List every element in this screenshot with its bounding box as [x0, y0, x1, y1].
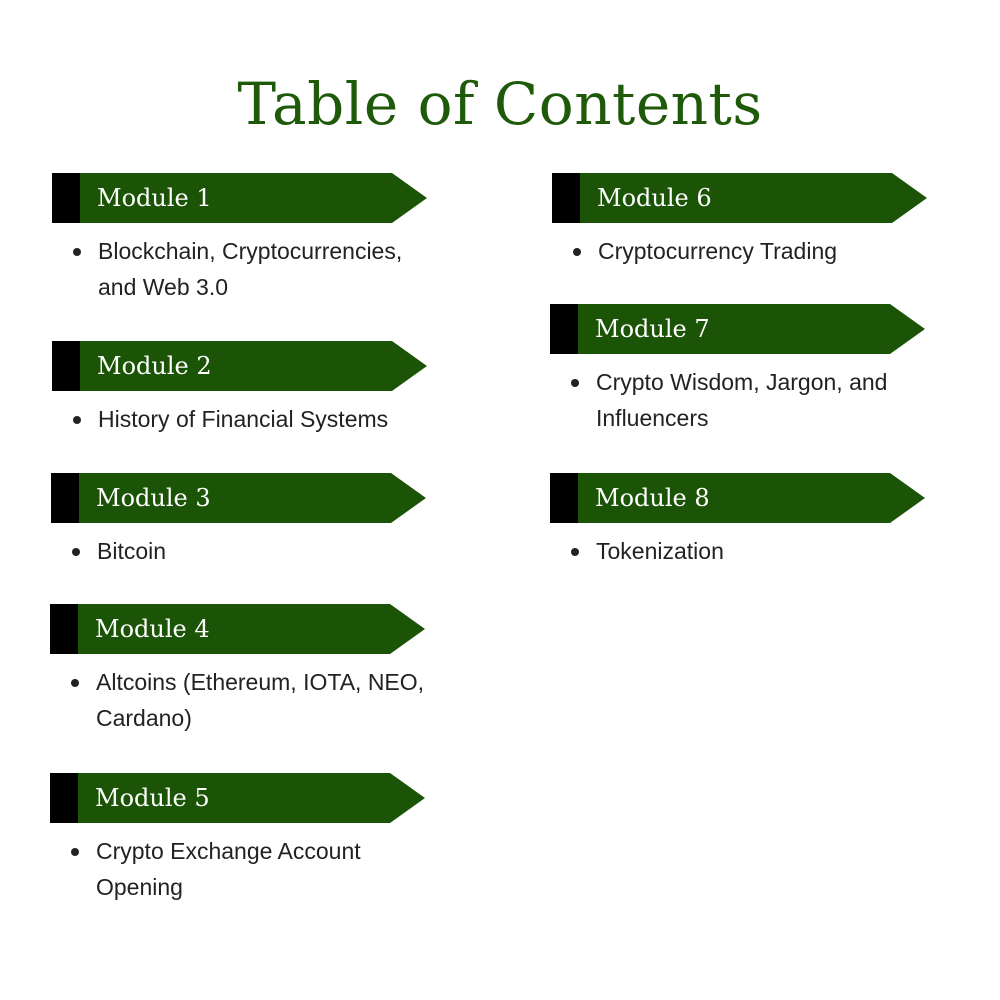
list-item-text: Cryptocurrency Trading	[598, 238, 838, 264]
banner-block	[52, 173, 82, 223]
module-items: Crypto Exchange Account Opening	[50, 833, 430, 905]
page-title: Table of Contents	[237, 70, 763, 138]
module-label: Module 4	[95, 615, 210, 643]
banner-block	[51, 473, 81, 523]
list-item-text: Bitcoin	[97, 538, 167, 564]
list-item: Tokenization	[550, 533, 930, 569]
module-banner: Module 2	[52, 341, 427, 391]
bullet-icon	[72, 548, 80, 556]
list-item-text: Crypto Exchange Account Opening	[96, 838, 361, 900]
bullet-icon	[571, 379, 579, 387]
module-8: Module 8 Tokenization	[550, 473, 930, 569]
module-label: Module 3	[96, 484, 211, 512]
list-item: Altcoins (Ethereum, IOTA, NEO, Cardano)	[50, 664, 430, 736]
module-7: Module 7 Crypto Wisdom, Jargon, and Infl…	[550, 304, 930, 436]
list-item: Bitcoin	[51, 533, 431, 569]
module-banner: Module 4	[50, 604, 425, 654]
module-label: Module 2	[97, 352, 212, 380]
banner-arrow	[580, 173, 927, 223]
bullet-icon	[573, 248, 581, 256]
module-items: Altcoins (Ethereum, IOTA, NEO, Cardano)	[50, 664, 430, 736]
module-banner: Module 7	[550, 304, 925, 354]
module-3: Module 3 Bitcoin	[51, 473, 431, 569]
banner-arrow	[80, 341, 427, 391]
banner-arrow	[78, 604, 425, 654]
module-items: Tokenization	[550, 533, 930, 569]
module-label: Module 1	[97, 184, 212, 212]
module-1: Module 1 Blockchain, Cryptocurrencies, a…	[52, 173, 432, 305]
banner-arrow	[79, 473, 426, 523]
list-item: Cryptocurrency Trading	[552, 233, 932, 269]
banner-block	[550, 304, 580, 354]
module-banner: Module 8	[550, 473, 925, 523]
list-item-text: Blockchain, Cryptocurrencies, and Web 3.…	[98, 238, 403, 300]
list-item: Blockchain, Cryptocurrencies, and Web 3.…	[52, 233, 432, 305]
bullet-icon	[71, 679, 79, 687]
banner-block	[52, 341, 82, 391]
module-items: History of Financial Systems	[52, 401, 432, 437]
module-5: Module 5 Crypto Exchange Account Opening	[50, 773, 430, 905]
module-label: Module 8	[595, 484, 710, 512]
banner-arrow	[578, 473, 925, 523]
module-4: Module 4 Altcoins (Ethereum, IOTA, NEO, …	[50, 604, 430, 736]
list-item-text: History of Financial Systems	[98, 406, 389, 432]
banner-arrow	[578, 304, 925, 354]
module-items: Crypto Wisdom, Jargon, and Influencers	[550, 364, 930, 436]
module-label: Module 7	[595, 315, 710, 343]
list-item: Crypto Wisdom, Jargon, and Influencers	[550, 364, 930, 436]
list-item: History of Financial Systems	[52, 401, 432, 437]
bullet-icon	[73, 248, 81, 256]
module-banner: Module 3	[51, 473, 426, 523]
bullet-icon	[71, 848, 79, 856]
module-label: Module 5	[95, 784, 210, 812]
bullet-icon	[571, 548, 579, 556]
module-banner: Module 5	[50, 773, 425, 823]
banner-arrow	[80, 173, 427, 223]
module-2: Module 2 History of Financial Systems	[52, 341, 432, 437]
banner-block	[552, 173, 582, 223]
list-item-text: Tokenization	[596, 538, 724, 564]
module-items: Blockchain, Cryptocurrencies, and Web 3.…	[52, 233, 432, 305]
bullet-icon	[73, 416, 81, 424]
module-items: Bitcoin	[51, 533, 431, 569]
banner-arrow	[78, 773, 425, 823]
banner-block	[550, 473, 580, 523]
list-item-text: Crypto Wisdom, Jargon, and Influencers	[596, 369, 888, 431]
module-banner: Module 6	[552, 173, 927, 223]
list-item-text: Altcoins (Ethereum, IOTA, NEO, Cardano)	[96, 669, 425, 731]
list-item: Crypto Exchange Account Opening	[50, 833, 430, 905]
module-items: Cryptocurrency Trading	[552, 233, 932, 269]
banner-block	[50, 773, 80, 823]
module-label: Module 6	[597, 184, 712, 212]
banner-block	[50, 604, 80, 654]
module-banner: Module 1	[52, 173, 427, 223]
module-6: Module 6 Cryptocurrency Trading	[552, 173, 932, 269]
